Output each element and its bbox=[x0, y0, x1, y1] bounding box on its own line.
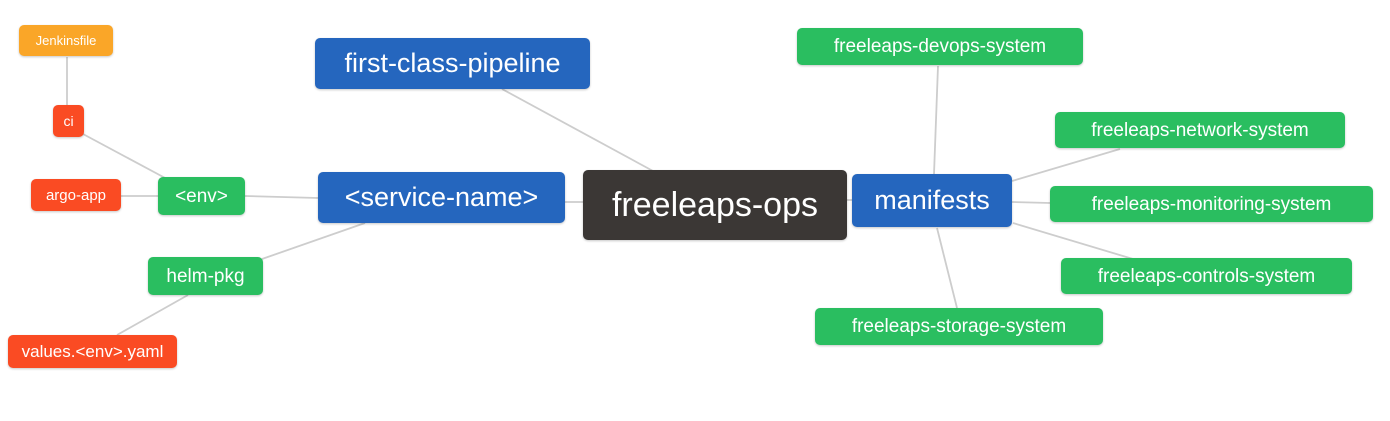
edge-manifests--freeleaps-monitoring-system bbox=[1011, 201, 1051, 204]
edge-helm-pkg--values-env-yaml bbox=[116, 294, 189, 336]
edge-env--service-name bbox=[244, 195, 319, 199]
node-manifests[interactable]: manifests bbox=[852, 174, 1012, 227]
node-freeleaps-devops-system[interactable]: freeleaps-devops-system bbox=[797, 28, 1083, 65]
node-ci[interactable]: ci bbox=[53, 105, 84, 137]
node-freeleaps-network-system[interactable]: freeleaps-network-system bbox=[1055, 112, 1345, 148]
edge-manifests--freeleaps-network-system bbox=[1011, 148, 1121, 182]
edge-first-class-pipeline--freeleaps-ops bbox=[501, 88, 654, 172]
node-helm-pkg[interactable]: helm-pkg bbox=[148, 257, 263, 295]
edge-ci--env bbox=[82, 133, 168, 180]
node-env[interactable]: <env> bbox=[158, 177, 245, 215]
node-values-env-yaml[interactable]: values.<env>.yaml bbox=[8, 335, 177, 368]
edge-manifests--freeleaps-devops-system bbox=[933, 65, 939, 175]
node-freeleaps-monitoring-system[interactable]: freeleaps-monitoring-system bbox=[1050, 186, 1373, 222]
edge-helm-pkg--service-name bbox=[261, 222, 366, 260]
node-jenkinsfile[interactable]: Jenkinsfile bbox=[19, 25, 113, 56]
node-freeleaps-ops[interactable]: freeleaps-ops bbox=[583, 170, 847, 240]
node-service-name[interactable]: <service-name> bbox=[318, 172, 565, 223]
node-freeleaps-controls-system[interactable]: freeleaps-controls-system bbox=[1061, 258, 1352, 294]
node-first-class-pipeline[interactable]: first-class-pipeline bbox=[315, 38, 590, 89]
node-argo-app[interactable]: argo-app bbox=[31, 179, 121, 211]
edge-manifests--freeleaps-storage-system bbox=[936, 227, 958, 309]
node-freeleaps-storage-system[interactable]: freeleaps-storage-system bbox=[815, 308, 1103, 345]
edge-manifests--freeleaps-controls-system bbox=[1012, 222, 1134, 260]
